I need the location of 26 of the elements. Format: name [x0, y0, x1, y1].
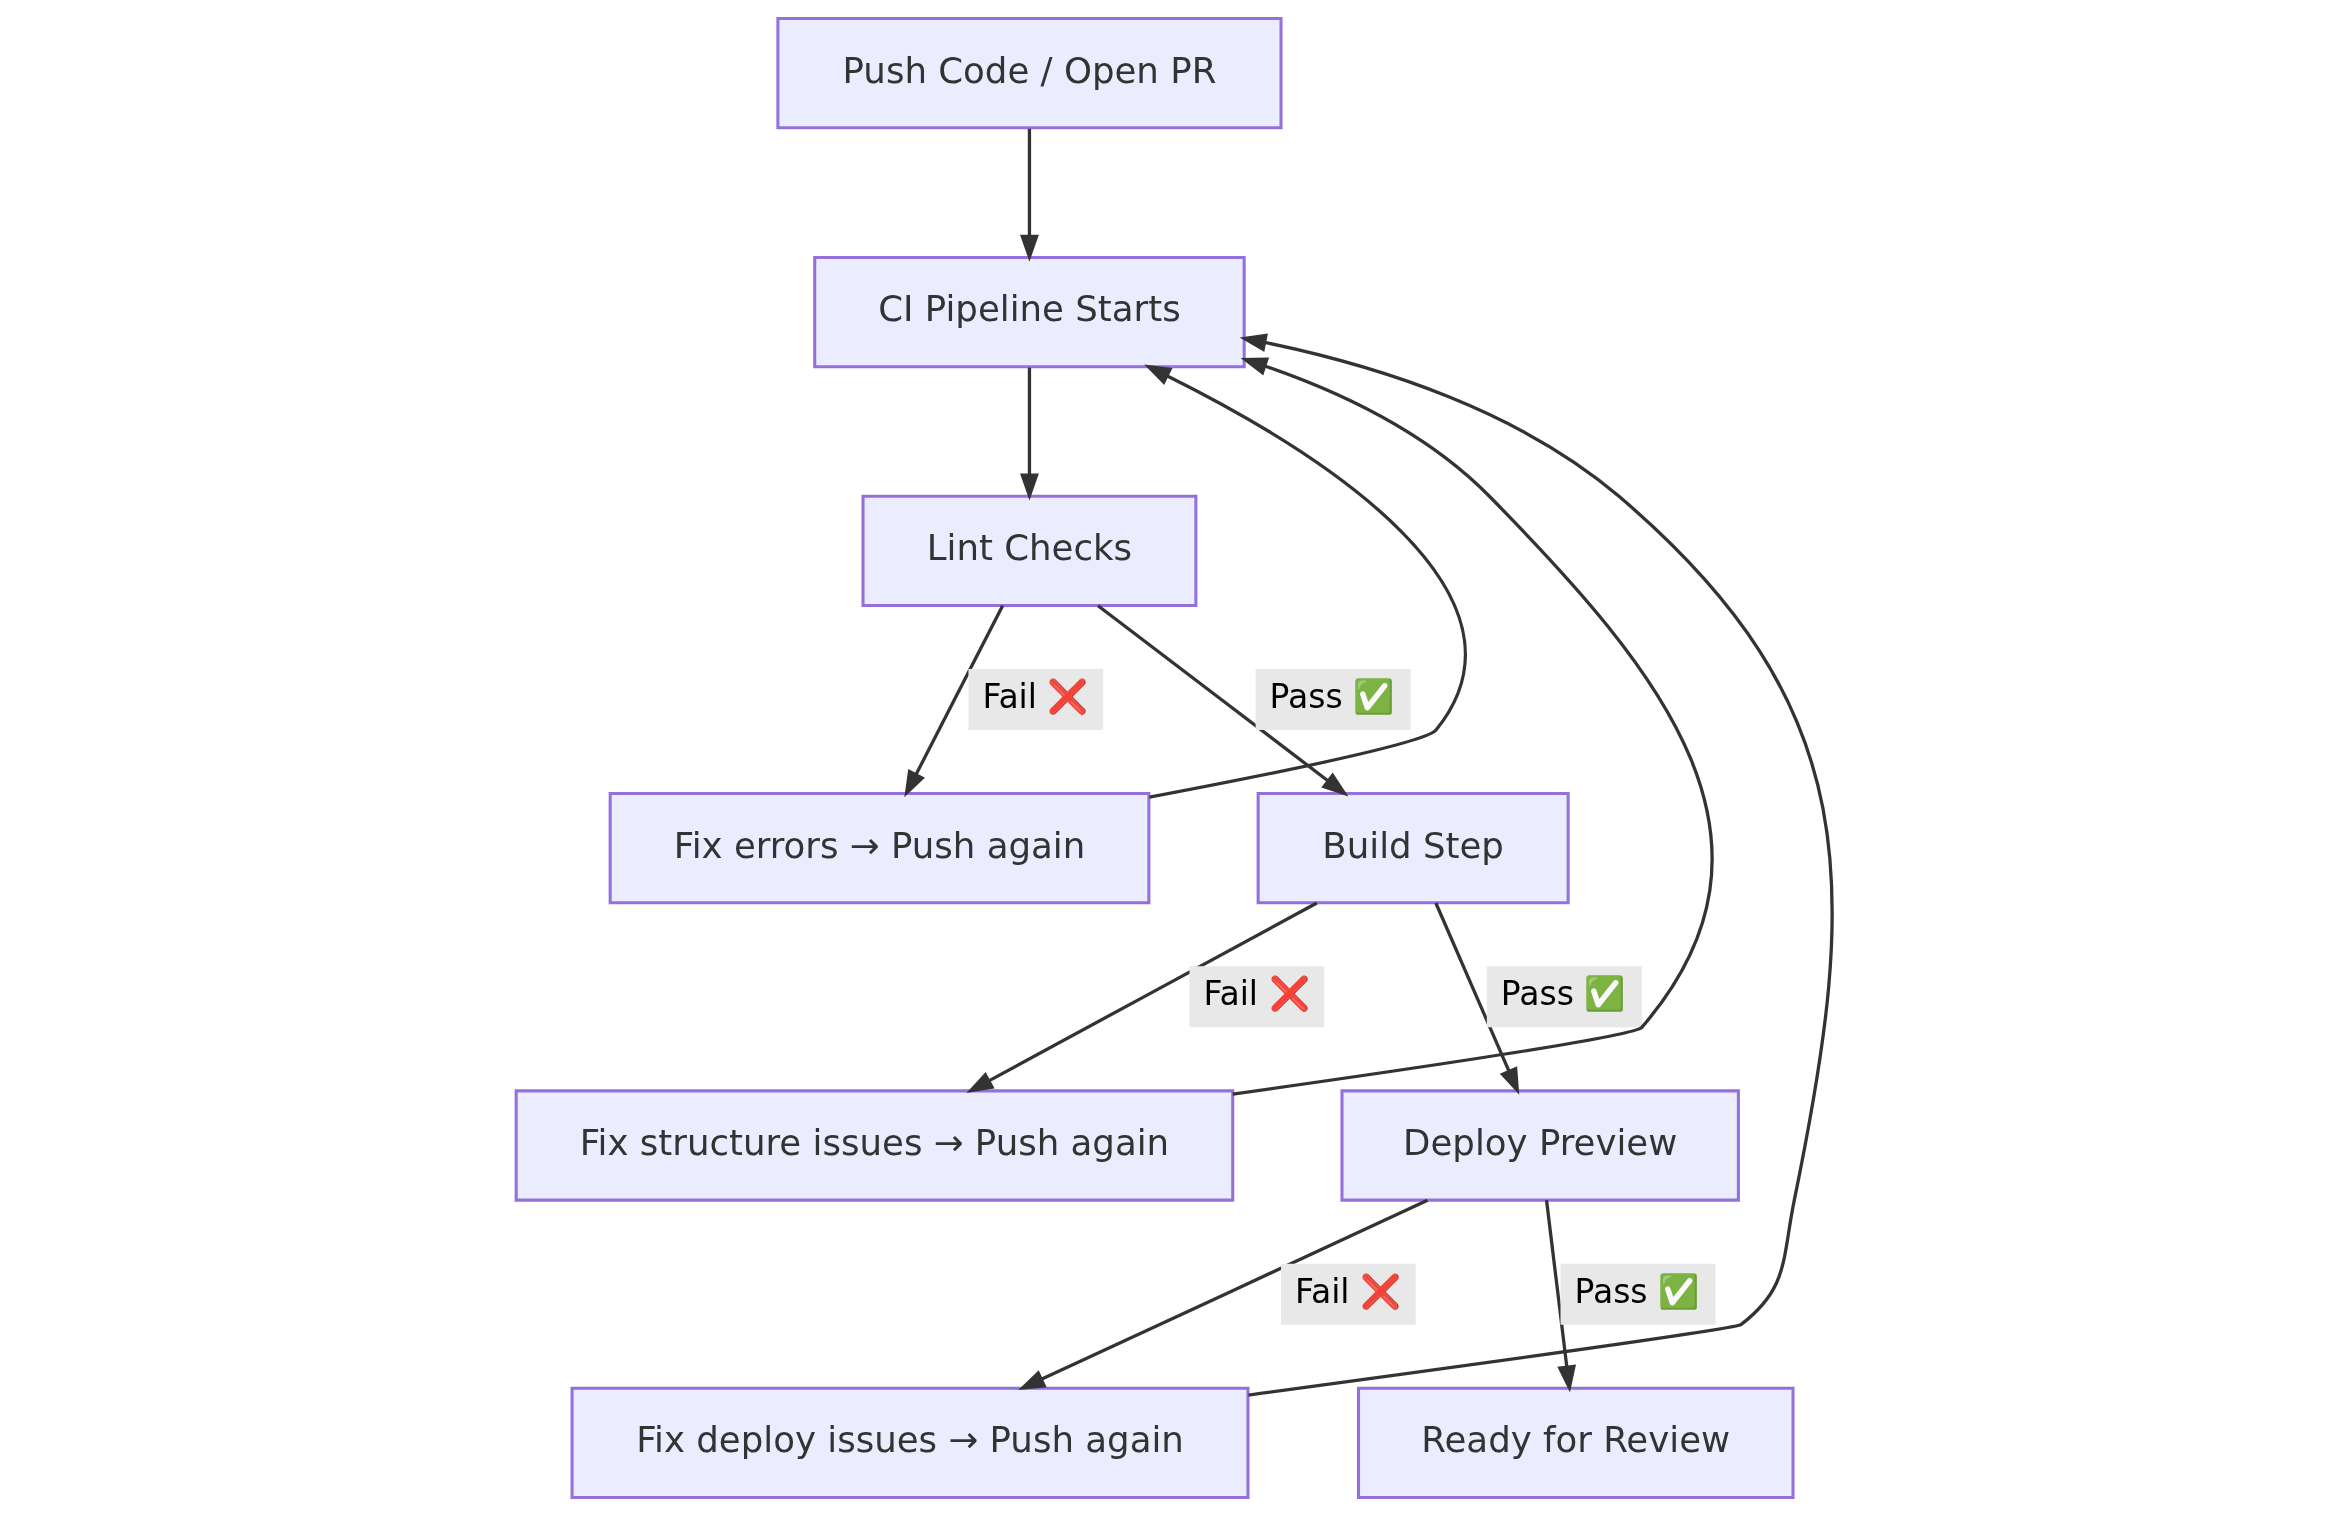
arrow	[1017, 1198, 1428, 1391]
node-box: Deploy Preview	[1339, 1089, 1740, 1202]
arrow	[965, 901, 1318, 1094]
arrow	[1239, 333, 1833, 1397]
arrow	[1433, 902, 1519, 1095]
node-box: Push Code / Open PR	[775, 17, 1283, 130]
node-box: CI Pipeline Starts	[812, 255, 1246, 369]
edge-label: Fail ❌	[1203, 974, 1310, 1014]
node-box: Lint Checks	[861, 494, 1197, 608]
arrow	[1143, 364, 1467, 799]
edge-label: Pass ✅	[1269, 677, 1394, 717]
arrow	[903, 604, 1004, 798]
node-box: Build Step	[1256, 792, 1570, 905]
edge-label: Pass ✅	[1500, 974, 1625, 1014]
node-box: Fix structure issues → Push again	[514, 1089, 1234, 1202]
edge-label: Fail ❌	[981, 677, 1088, 717]
edge-label: Pass ✅	[1573, 1271, 1699, 1311]
arrow	[1096, 604, 1348, 797]
arrow	[1019, 367, 1039, 501]
arrow	[1544, 1200, 1576, 1393]
node-box: Fix errors → Push again	[608, 792, 1150, 905]
node-box: Fix deploy issues → Push again	[570, 1386, 1249, 1499]
node-box: Ready for Review	[1356, 1386, 1795, 1499]
edge-label: Fail ❌	[1294, 1271, 1401, 1311]
arrow	[1019, 128, 1039, 262]
arrow	[1232, 357, 1713, 1096]
